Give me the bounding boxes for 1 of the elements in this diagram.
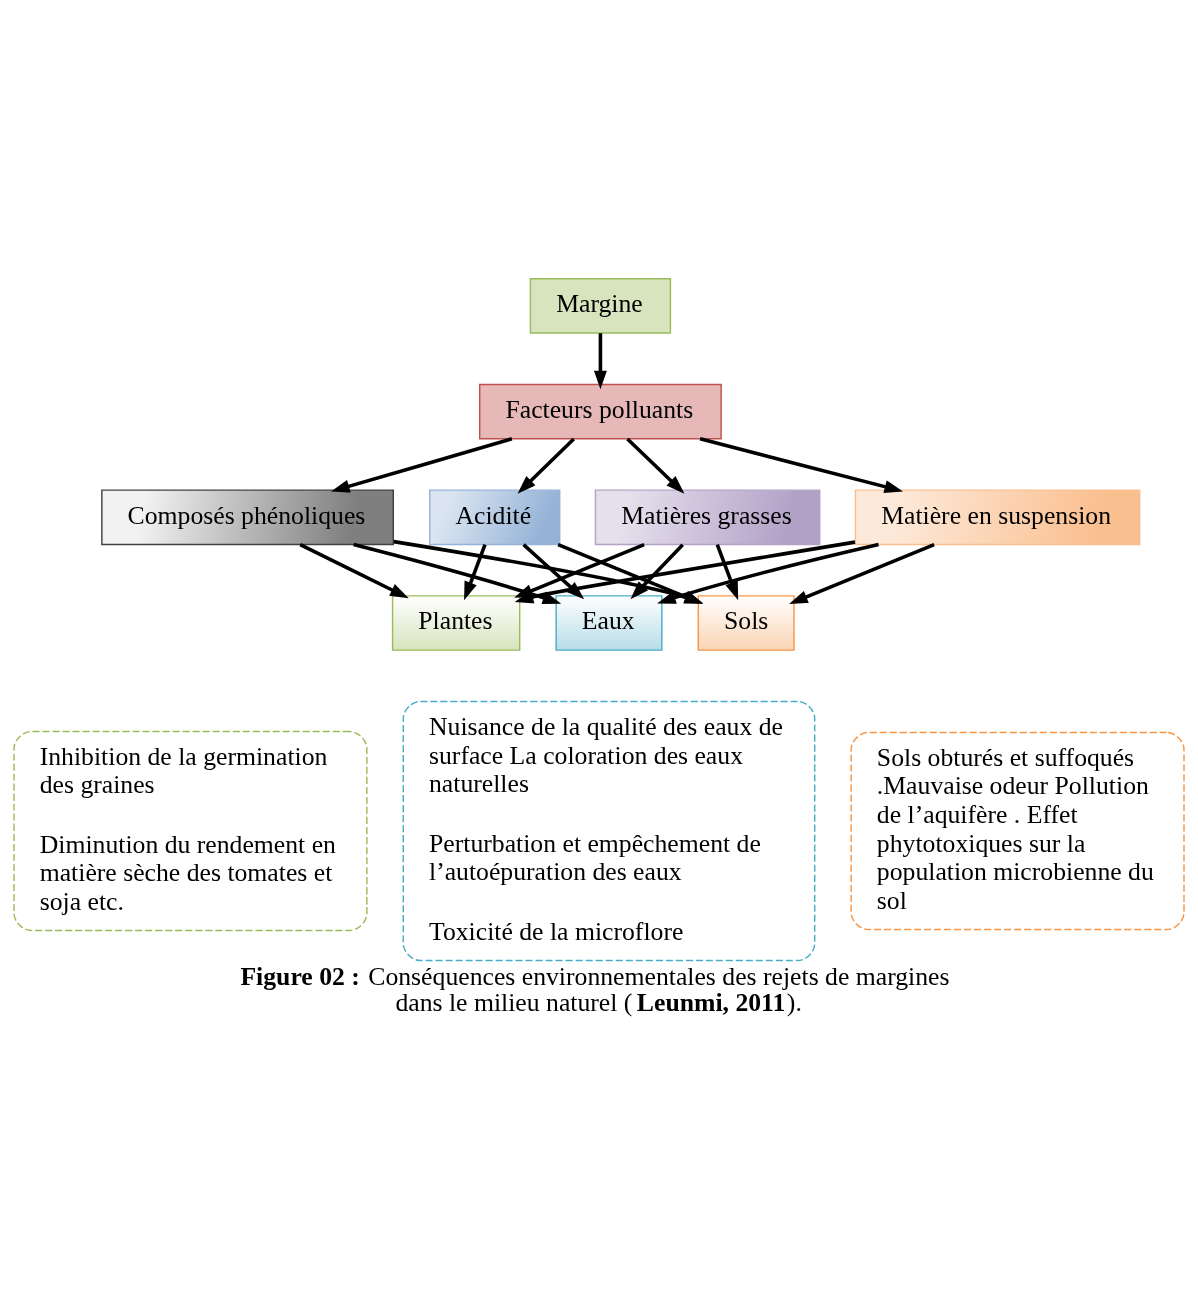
caption: Figure 02 : Conséquences environnementales des rejets de margines dans le milieu naturel (Leunmi, 2011). [240, 962, 950, 1017]
